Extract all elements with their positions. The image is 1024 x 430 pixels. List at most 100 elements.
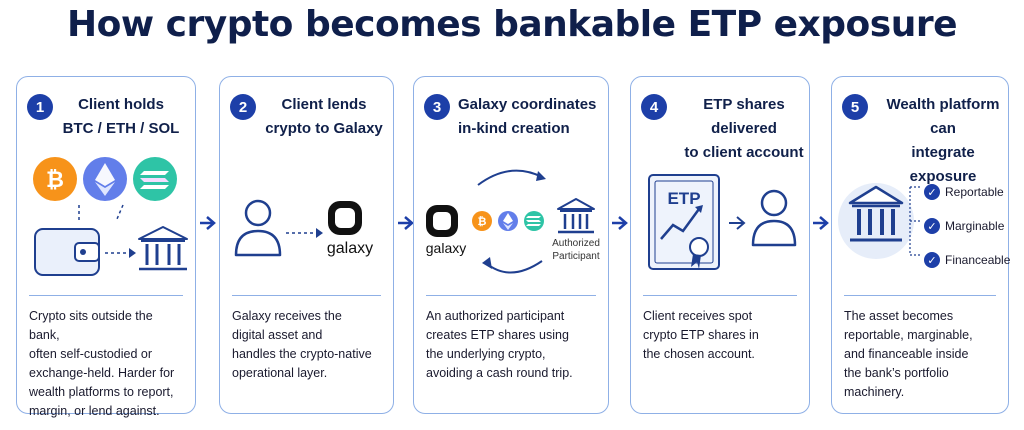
description-line: The asset becomes xyxy=(844,309,954,323)
ethereum-icon xyxy=(498,211,518,231)
description-line: avoiding a cash round trip. xyxy=(426,366,573,380)
description-line: operational layer. xyxy=(232,366,328,380)
description-line: the underlying crypto, xyxy=(426,347,546,361)
step-card-2: 2 Client lends crypto to Galaxy galaxy G… xyxy=(219,76,394,414)
step-card-4: 4 ETP shares delivered to client account… xyxy=(630,76,810,414)
step-card-1: 1 Client holds BTC / ETH / SOL ₿ xyxy=(16,76,196,418)
benefit-item: ✓ Financeable xyxy=(924,243,1010,277)
step-number-badge: 4 xyxy=(641,94,667,120)
client-person-icon xyxy=(751,189,797,247)
benefit-label: Financeable xyxy=(945,253,1011,267)
step-description: Client receives spot crypto ETP shares i… xyxy=(643,307,799,364)
step-2-illustration xyxy=(234,199,362,257)
step-heading-line: BTC / ETH / SOL xyxy=(62,120,180,137)
step-header: 3 Galaxy coordinates in-kind creation xyxy=(424,93,598,141)
description-line: An authorized participant xyxy=(426,309,565,323)
etp-document-label: ETP xyxy=(667,189,701,208)
step-description: Crypto sits outside the bank, often self… xyxy=(29,307,185,421)
description-line: reportable, marginable, xyxy=(844,328,973,342)
step-heading-line: ETP shares delivered xyxy=(703,96,785,137)
step-heading: Client lends crypto to Galaxy xyxy=(264,93,384,141)
card-divider xyxy=(29,295,183,296)
card-divider xyxy=(232,295,381,296)
description-line: the bank’s portfolio xyxy=(844,366,949,380)
step-heading: Galaxy coordinates in-kind creation xyxy=(458,93,598,141)
description-line: digital asset and xyxy=(232,328,323,342)
card-divider xyxy=(426,295,596,296)
description-line: Galaxy receives the xyxy=(232,309,342,323)
bank-icon xyxy=(557,198,595,234)
description-line: wealth platforms to report, xyxy=(29,385,174,399)
step-heading-line: to client account xyxy=(684,144,804,161)
flow-arrow-icon xyxy=(612,216,628,230)
step-1-illustration: ₿ xyxy=(33,157,188,276)
flow-arrow-icon xyxy=(398,216,414,230)
description-line: Client receives spot xyxy=(643,309,753,323)
solana-icon xyxy=(524,211,544,231)
step-heading-line: crypto to Galaxy xyxy=(265,120,383,137)
ethereum-icon xyxy=(83,157,127,201)
wallet-icon xyxy=(34,228,100,276)
step-heading-line: in-kind creation xyxy=(458,120,570,137)
galaxy-wordmark: galaxy xyxy=(326,240,374,257)
check-icon: ✓ xyxy=(924,184,940,200)
step-heading-line: Galaxy coordinates xyxy=(458,96,597,113)
flow-arrow-icon xyxy=(200,216,216,230)
bitcoin-icon: ₿ xyxy=(472,211,492,231)
benefit-item: ✓ Marginable xyxy=(924,209,1010,243)
step-heading-line: Client holds xyxy=(78,96,164,113)
benefit-label: Marginable xyxy=(945,219,1005,233)
step-4-illustration xyxy=(648,174,797,270)
description-line: and financeable inside xyxy=(844,347,969,361)
step-number-badge: 1 xyxy=(27,94,53,120)
card-divider xyxy=(643,295,797,296)
cycle-arrows-icon xyxy=(477,169,546,274)
galaxy-wordmark: galaxy xyxy=(425,240,467,256)
solana-icon xyxy=(133,157,177,201)
step-5-illustration xyxy=(838,183,920,259)
galaxy-logo-icon xyxy=(426,205,458,237)
ap-label-line: Authorized xyxy=(552,238,600,249)
step-header: 4 ETP shares delivered to client account xyxy=(641,93,813,165)
step-heading-line: Wealth platform can xyxy=(886,96,1000,137)
page-title: How crypto becomes bankable ETP exposure xyxy=(66,4,958,45)
svg-text:₿: ₿ xyxy=(478,216,487,228)
step-number-badge: 5 xyxy=(842,94,868,120)
benefit-item: ✓ Reportable xyxy=(924,175,1010,209)
step-heading: ETP shares delivered to client account xyxy=(675,93,813,165)
step-header: 2 Client lends crypto to Galaxy xyxy=(230,93,384,141)
step-description: The asset becomes reportable, marginable… xyxy=(844,307,998,402)
bank-icon xyxy=(138,226,188,271)
benefit-label: Reportable xyxy=(945,185,1004,199)
bank-icon xyxy=(848,185,904,242)
step-heading-line: Client lends xyxy=(281,96,367,113)
description-line: often self-custodied or xyxy=(29,347,152,361)
card-divider xyxy=(844,295,996,296)
ap-label-line: Participant xyxy=(552,251,600,262)
description-line: handles the crypto-native xyxy=(232,347,372,361)
step-number-badge: 2 xyxy=(230,94,256,120)
benefit-checklist: ✓ Reportable ✓ Marginable ✓ Financeable xyxy=(924,175,1010,277)
description-line: Crypto sits outside the bank, xyxy=(29,309,153,342)
step-heading-line: integrate exposure xyxy=(909,144,977,185)
description-line: the chosen account. xyxy=(643,347,755,361)
galaxy-logo-icon xyxy=(328,201,362,235)
description-line: exchange-held. Harder for xyxy=(29,366,175,380)
bitcoin-icon: ₿ xyxy=(33,157,77,201)
description-line: crypto ETP shares in xyxy=(643,328,759,342)
description-line: margin, or lend against. xyxy=(29,404,160,418)
check-icon: ✓ xyxy=(924,218,940,234)
step-3-illustration: ₿ xyxy=(426,169,595,274)
description-line: creates ETP shares using xyxy=(426,328,569,342)
authorized-participant-label: Authorized Participant xyxy=(544,237,608,263)
step-header: 5 Wealth platform can integrate exposure xyxy=(842,93,1010,189)
step-description: An authorized participant creates ETP sh… xyxy=(426,307,598,383)
step-description: Galaxy receives the digital asset and ha… xyxy=(232,307,383,383)
description-line: machinery. xyxy=(844,385,905,399)
step-card-5: 5 Wealth platform can integrate exposure… xyxy=(831,76,1010,414)
step-heading: Wealth platform can integrate exposure xyxy=(876,93,1010,189)
step-heading: Client holds BTC / ETH / SOL xyxy=(61,93,181,141)
step-card-3: 3 Galaxy coordinates in-kind creation ₿ xyxy=(413,76,609,414)
step-header: 1 Client holds BTC / ETH / SOL xyxy=(27,93,181,141)
flow-arrow-icon xyxy=(813,216,829,230)
